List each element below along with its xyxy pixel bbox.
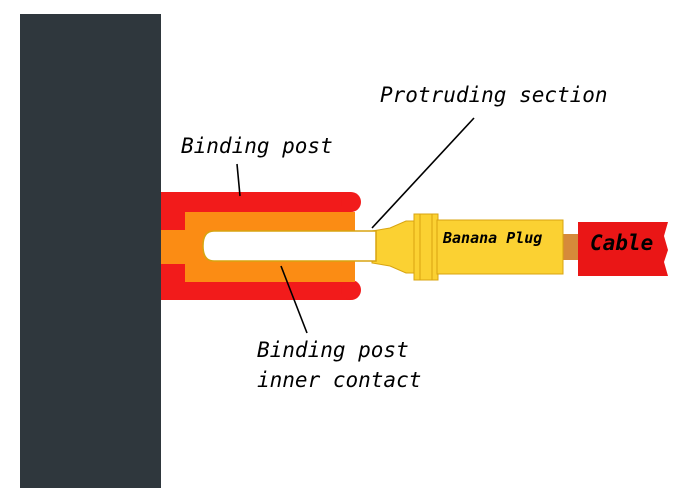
chassis-panel [20, 14, 161, 488]
binding-post-label: Binding post [181, 134, 333, 158]
banana-plug [371, 213, 564, 281]
cable-label: Cable [590, 231, 653, 255]
protruding-section-leader [371, 117, 475, 229]
inner-contact-leader [280, 265, 308, 334]
plug-contact-pin [202, 230, 377, 262]
inner-contact-label-line2: inner contact [257, 368, 421, 392]
inner-contact-label-line1: Binding post [257, 338, 409, 362]
binding-post-leader [236, 163, 241, 197]
binding-post-collar [161, 230, 191, 264]
cable [562, 222, 668, 276]
banana-plug-label: Banana Plug [442, 229, 542, 247]
protruding-section-label: Protruding section [380, 83, 608, 107]
